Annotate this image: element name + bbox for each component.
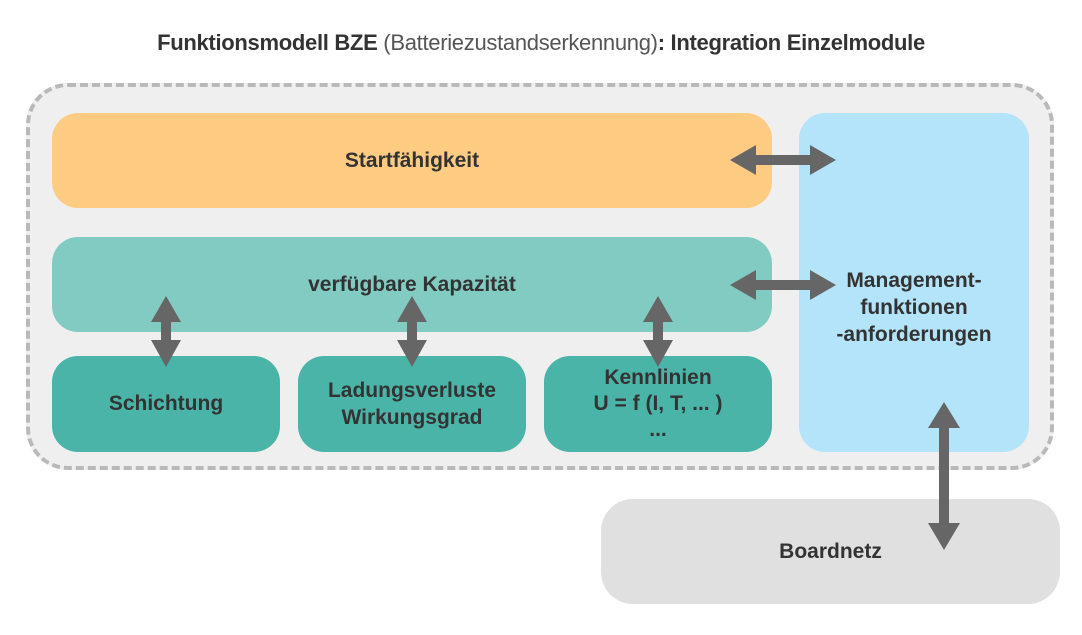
ladungsverluste-label: Ladungsverluste — [327, 378, 497, 402]
arrow-ladungsverluste-kapazitaet — [397, 296, 427, 367]
arrow-schichtung-kapazitaet — [151, 296, 181, 367]
boardnetz-box: Boardnetz — [601, 499, 1060, 604]
schichtung-label: Schichtung — [108, 392, 224, 416]
startfaehigkeit-label: Startfähigkeit — [344, 148, 480, 172]
title-main: Funktionsmodell BZE — [157, 30, 384, 55]
management-box: Management- funktionen -anforderungen — [799, 113, 1029, 452]
arrow-management-boardnetz — [928, 402, 960, 550]
schichtung-box: Schichtung — [52, 356, 280, 452]
arrow-start-management — [730, 145, 836, 175]
kennlinien-formula: U = f (I, T, ... ) — [593, 391, 723, 415]
wirkungsgrad-label: Wirkungsgrad — [341, 406, 483, 429]
startfaehigkeit-box: Startfähigkeit — [52, 113, 772, 208]
arrow-kapazitaet-management — [730, 270, 836, 300]
kapazitaet-label: verfügbare Kapazität — [308, 272, 516, 296]
kennlinien-ellipsis: ... — [649, 418, 667, 442]
boardnetz-label: Boardnetz — [779, 539, 882, 563]
management-label-1: Management- — [846, 268, 982, 292]
management-label-3: -anforderungen — [836, 323, 992, 347]
ladungsverluste-box: Ladungsverluste Wirkungsgrad — [298, 356, 526, 452]
title-suffix: : Integration Einzelmodule — [657, 30, 926, 55]
kennlinien-label: Kennlinien — [604, 365, 712, 389]
diagram-title: Funktionsmodell BZE (Batteriezustandserk… — [0, 30, 1082, 56]
arrow-kennlinien-kapazitaet — [643, 296, 673, 367]
management-label-2: funktionen — [860, 295, 968, 319]
title-subtitle: (Batteriezustandserkennung) — [383, 30, 658, 55]
kennlinien-box: Kennlinien U = f (I, T, ... ) ... — [544, 356, 772, 452]
